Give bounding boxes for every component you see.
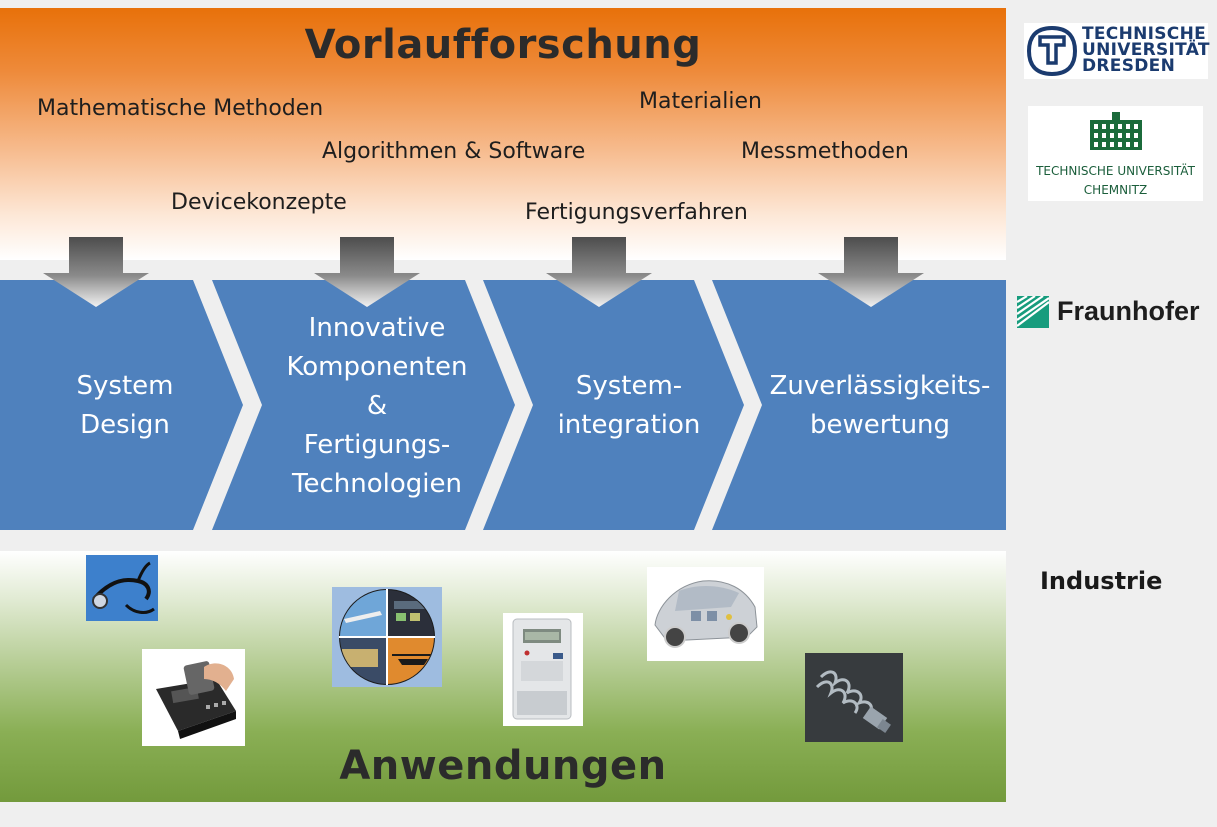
process-chain — [0, 280, 1006, 530]
topic-algorithmen-software: Algorithmen & Software — [322, 139, 586, 164]
tu-chemnitz-logo: TECHNISCHE UNIVERSITÄT CHEMNITZ — [1028, 106, 1203, 201]
tu-dresden-logo: TECHNISCHE UNIVERSITÄT DRESDEN — [1024, 23, 1210, 79]
topic-fertigungsverfahren: Fertigungsverfahren — [525, 200, 748, 225]
research-band-title: Vorlaufforschung — [304, 22, 702, 68]
stage-systemintegration-label: System- integration — [539, 367, 719, 445]
stage-label-line: Zuverlässigkeits- — [769, 371, 991, 401]
card-terminal-image — [142, 649, 245, 746]
topic-mathematische-methoden: Mathematische Methoden — [37, 96, 324, 121]
fraunhofer-wordmark: Fraunhofer — [1057, 296, 1200, 326]
energy-saving-lamp-image — [805, 653, 903, 742]
stage-label-line: bewertung — [809, 410, 951, 440]
stage-zuverlaessigkeit-shape — [712, 280, 1006, 530]
down-arrow-icon — [43, 237, 149, 307]
stage-label-line: & — [366, 391, 388, 421]
stage-komponenten-shape — [212, 280, 515, 530]
stage-label-line: integration — [557, 410, 701, 440]
stage-systemintegration-shape — [483, 280, 744, 530]
tu-dresden-line: TECHNISCHE — [1082, 24, 1207, 44]
research-band: Vorlaufforschung Mathematische Methoden … — [0, 8, 1006, 260]
stage-label-line: Komponenten — [286, 352, 468, 382]
down-arrow-icon — [314, 237, 420, 307]
fraunhofer-logo: Fraunhofer — [1017, 294, 1217, 334]
fraunhofer-mark-icon — [1017, 296, 1049, 328]
electricity-meter-image — [503, 613, 583, 726]
stage-system-design-shape — [0, 280, 243, 530]
tu-dresden-line: DRESDEN — [1082, 56, 1176, 76]
stage-label-line: Fertigungs- — [303, 430, 451, 460]
aviation-collage-image — [332, 587, 442, 687]
tu-dresden-emblem-icon — [1026, 25, 1078, 77]
stage-zuverlaessigkeit-label: Zuverlässigkeits- bewertung — [760, 367, 1000, 445]
stage-label-line: Design — [80, 410, 170, 440]
tu-chemnitz-line: TECHNISCHE UNIVERSITÄT — [1036, 164, 1195, 178]
stage-system-design-label: System Design — [40, 367, 210, 445]
down-arrows — [43, 237, 924, 307]
down-arrow-icon — [818, 237, 924, 307]
stage-label-line: System- — [575, 371, 683, 401]
tu-chemnitz-line: CHEMNITZ — [1083, 183, 1148, 197]
stage-label-line: System — [76, 371, 174, 401]
tu-dresden-wordmark: TECHNISCHE UNIVERSITÄT DRESDEN — [1082, 24, 1210, 76]
stethoscope-image — [86, 555, 158, 621]
topic-devicekonzepte: Devicekonzepte — [171, 190, 347, 215]
stage-label-line: Technologien — [292, 469, 462, 499]
stage-komponenten-label: Innovative Komponenten & Fertigungs- Tec… — [272, 309, 482, 504]
topic-materialien: Materialien — [639, 89, 762, 114]
stage-label-line: Innovative — [308, 313, 446, 343]
tu-chemnitz-building-icon — [1090, 112, 1142, 150]
down-arrow-icon — [546, 237, 652, 307]
tu-dresden-line: UNIVERSITÄT — [1082, 40, 1210, 60]
applications-band-title: Anwendungen — [339, 743, 667, 789]
industrie-label: Industrie — [1040, 567, 1163, 595]
car-cutaway-image — [647, 567, 764, 661]
tu-chemnitz-wordmark: TECHNISCHE UNIVERSITÄT CHEMNITZ — [1028, 162, 1203, 200]
topic-messmethoden: Messmethoden — [741, 139, 909, 164]
